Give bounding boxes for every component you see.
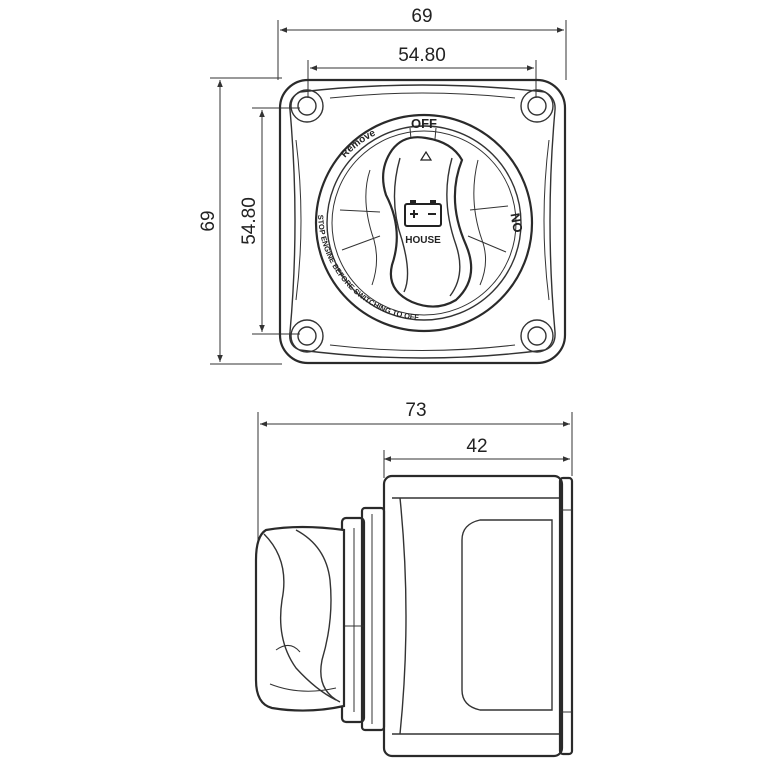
dim-top-width-holes: 54.80 <box>307 45 537 98</box>
mounting-hole-top-right <box>520 89 554 123</box>
mounting-hole-top-left <box>290 89 324 123</box>
knob-label: HOUSE <box>405 235 441 246</box>
top-view: 69 54.80 69 54.80 <box>198 6 567 365</box>
remove-label: Remove <box>339 127 378 160</box>
dim-label-top-width-overall: 69 <box>411 6 432 27</box>
dim-label-top-height-overall: 69 <box>198 210 219 231</box>
switch-body <box>382 474 564 758</box>
bezel-side <box>340 516 366 724</box>
dim-label-side-depth-body: 42 <box>466 436 487 457</box>
dim-side-depth-body: 42 <box>383 436 570 478</box>
mounting-hole-bottom-right <box>520 319 554 353</box>
front-plate-side <box>360 506 386 732</box>
knob-side-profile[interactable] <box>254 525 346 712</box>
dial-inner-ring <box>326 125 522 321</box>
side-recess-panel <box>461 519 553 711</box>
dim-top-width-overall: 69 <box>277 6 567 80</box>
mounting-hole-bottom-left <box>290 319 324 353</box>
dim-top-height-overall: 69 <box>198 77 282 365</box>
mounting-plate-outer <box>278 78 567 365</box>
dim-label-top-width-holes: 54.80 <box>398 45 446 66</box>
dim-top-height-holes: 54.80 <box>239 107 300 335</box>
off-label: OFF <box>411 116 437 131</box>
dim-label-top-height-holes: 54.80 <box>239 197 260 245</box>
pointer-triangle-icon <box>419 150 433 161</box>
switch-knob[interactable] <box>381 136 473 308</box>
dim-label-side-depth-overall: 73 <box>405 400 426 421</box>
side-view: 73 42 <box>254 400 574 758</box>
rear-flange <box>558 476 574 756</box>
on-label: ON <box>507 212 525 234</box>
dim-side-depth-overall: 73 <box>257 400 573 540</box>
dial-outer-ring <box>314 113 534 333</box>
battery-icon <box>404 200 442 227</box>
